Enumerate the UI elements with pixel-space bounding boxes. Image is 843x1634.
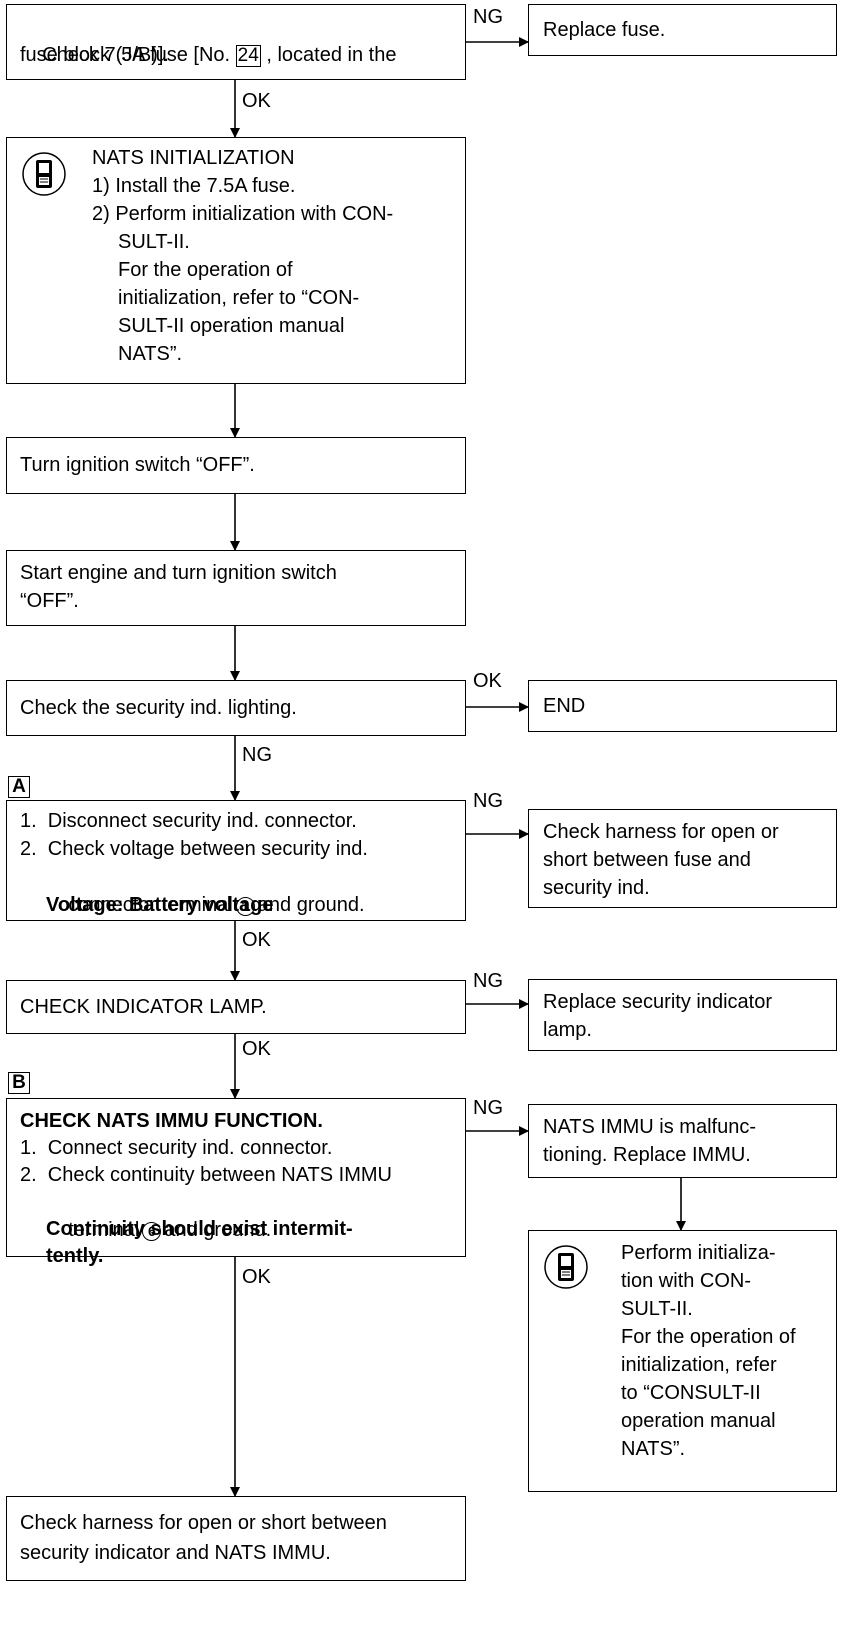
nats-init-box: NATS INITIALIZATION 1) Install the 7.5A …: [6, 137, 466, 384]
step-a-line3a: connector terminal: [68, 894, 233, 916]
init2-line4: For the operation of: [621, 1326, 796, 1348]
consult-tool-icon: [22, 152, 66, 196]
ng-label-5: NG: [473, 1097, 503, 1119]
step-b-line2: 2. Check continuity between NATS IMMU: [20, 1164, 392, 1186]
ng-label-3: NG: [473, 790, 503, 812]
indicator-lamp-text: CHECK INDICATOR LAMP.: [20, 996, 267, 1018]
step-b-spec1: Continuity should exist intermit-: [46, 1218, 353, 1240]
terminal-1-marker: 1: [235, 897, 255, 916]
replace-fuse-box: Replace fuse.: [528, 4, 837, 56]
check-lighting-box: Check the security ind. lighting.: [6, 680, 466, 736]
ok-label-3: OK: [242, 929, 271, 951]
step-a-line2: 2. Check voltage between security ind.: [20, 838, 368, 860]
init2-box: Perform initializa- tion with CON- SULT-…: [528, 1230, 837, 1492]
harness-fuse-line1: Check harness for open or: [543, 821, 779, 843]
ng-label-1: NG: [473, 6, 503, 28]
init2-line5: initialization, refer: [621, 1354, 777, 1376]
step-a-box: 1. Disconnect security ind. connector. 2…: [6, 800, 466, 921]
fuse-check-text-a: Check 7.5A fuse [No.: [42, 44, 236, 66]
replace-lamp-box: Replace security indicator lamp.: [528, 979, 837, 1051]
start-engine-line2: “OFF”.: [20, 590, 79, 612]
end-box: END: [528, 680, 837, 732]
nats-init-line7: NATS”.: [118, 343, 183, 365]
harness-immu-box: Check harness for open or short between …: [6, 1496, 466, 1581]
replace-fuse-text: Replace fuse.: [543, 19, 666, 41]
ok-label-1: OK: [242, 90, 271, 112]
init2-line7: operation manual: [621, 1410, 776, 1432]
fuse-check-line2: fuse block (J/B)].: [20, 44, 169, 66]
indicator-lamp-box: CHECK INDICATOR LAMP.: [6, 980, 466, 1034]
step-a-line3b: and ground.: [257, 894, 365, 916]
replace-lamp-line1: Replace security indicator: [543, 991, 772, 1013]
step-b-line3a: terminal: [68, 1219, 140, 1241]
check-lighting-text: Check the security ind. lighting.: [20, 697, 297, 719]
init2-line2: tion with CON-: [621, 1270, 752, 1292]
step-b-title: CHECK NATS IMMU FUNCTION.: [20, 1110, 323, 1132]
start-engine-box: Start engine and turn ignition switch “O…: [6, 550, 466, 626]
harness-fuse-line3: security ind.: [543, 877, 650, 899]
fuse-check-box: Check 7.5A fuse [No. 24 , located in the…: [6, 4, 466, 80]
nats-init-step1: 1) Install the 7.5A fuse.: [92, 175, 296, 197]
harness-fuse-line2: short between fuse and: [543, 849, 751, 871]
init2-line6: to “CONSULT-II: [621, 1382, 761, 1404]
immu-malfunction-box: NATS IMMU is malfunc- tioning. Replace I…: [528, 1104, 837, 1178]
immu-malfunction-line1: NATS IMMU is malfunc-: [543, 1116, 756, 1138]
end-text: END: [543, 695, 586, 717]
init2-line8: NATS”.: [621, 1438, 686, 1460]
ng-label-2: NG: [242, 744, 272, 766]
step-b-spec2: tently.: [46, 1245, 104, 1267]
init2-line1: Perform initializa-: [621, 1242, 776, 1264]
start-engine-line1: Start engine and turn ignition switch: [20, 562, 337, 584]
section-tag-b: B: [8, 1072, 30, 1094]
harness-immu-line1: Check harness for open or short between: [20, 1512, 387, 1534]
ng-label-4: NG: [473, 970, 503, 992]
ok-label-2: OK: [473, 670, 502, 692]
ignition-off-box: Turn ignition switch “OFF”.: [6, 437, 466, 494]
step-b-line3b: and ground.: [164, 1219, 272, 1241]
terminal-6-marker: 6: [142, 1222, 162, 1241]
ok-label-5: OK: [242, 1266, 271, 1288]
step-a-line1: 1. Disconnect security ind. connector.: [20, 810, 357, 832]
consult-tool-icon-2: [544, 1245, 588, 1289]
immu-malfunction-line2: tioning. Replace IMMU.: [543, 1144, 751, 1166]
nats-init-title: NATS INITIALIZATION: [92, 147, 295, 169]
section-tag-a: A: [8, 776, 30, 798]
step-b-line1: 1. Connect security ind. connector.: [20, 1137, 333, 1159]
step-a-spec: Voltage: Battery voltage: [46, 894, 274, 916]
nats-init-line3: SULT-II.: [118, 231, 190, 253]
harness-immu-line2: security indicator and NATS IMMU.: [20, 1542, 331, 1564]
replace-lamp-line2: lamp.: [543, 1019, 592, 1041]
nats-init-line5: initialization, refer to “CON-: [118, 287, 360, 309]
nats-init-step2: 2) Perform initialization with CON-: [92, 203, 394, 225]
fuse-number-box: 24: [235, 45, 261, 67]
step-b-box: CHECK NATS IMMU FUNCTION. 1. Connect sec…: [6, 1098, 466, 1267]
harness-fuse-box: Check harness for open or short between …: [528, 809, 837, 908]
ok-label-4: OK: [242, 1038, 271, 1060]
nats-init-line4: For the operation of: [118, 259, 293, 281]
nats-init-line6: SULT-II operation manual: [118, 315, 345, 337]
init2-line3: SULT-II.: [621, 1298, 693, 1320]
ignition-off-text: Turn ignition switch “OFF”.: [20, 454, 255, 476]
fuse-check-text-b: , located in the: [260, 44, 397, 66]
